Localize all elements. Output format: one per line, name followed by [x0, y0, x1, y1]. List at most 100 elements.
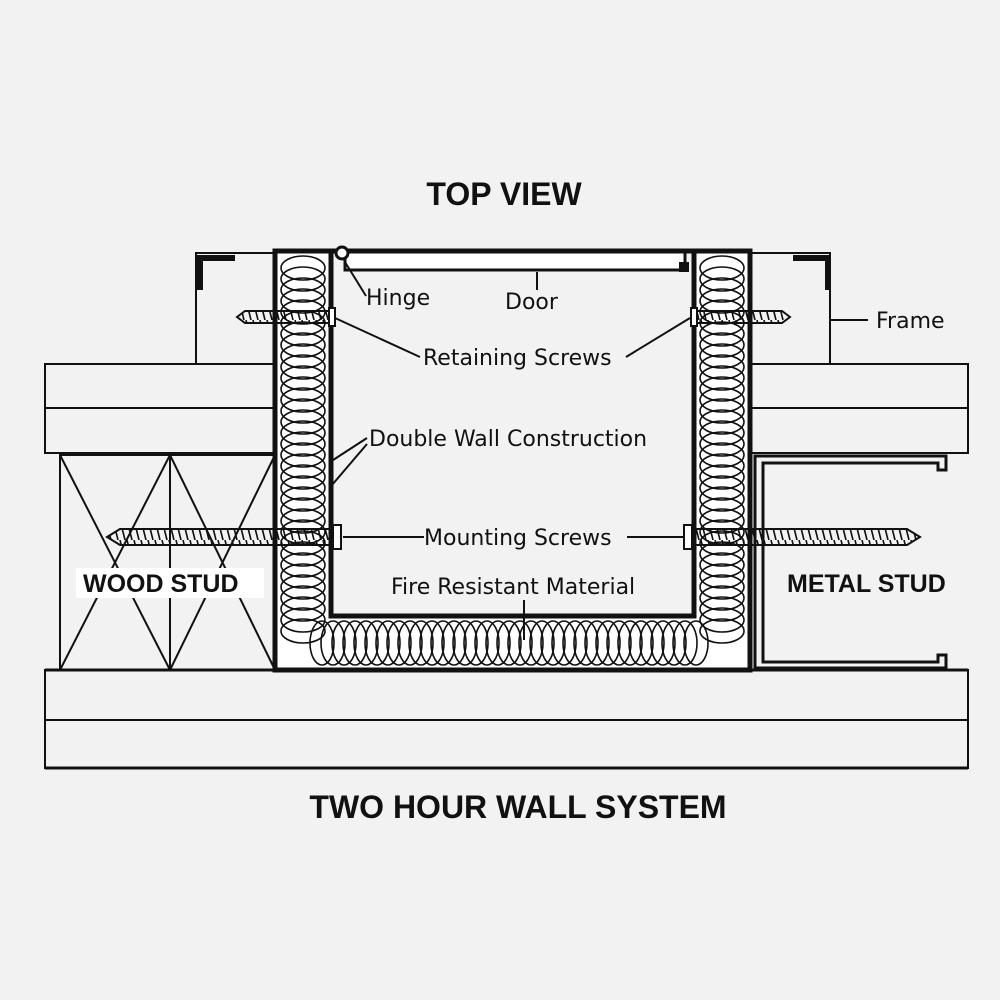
coil-loop	[699, 332, 745, 358]
coil-loop	[280, 431, 326, 457]
coil-loop	[699, 486, 745, 512]
coil-loop	[699, 585, 745, 611]
coil-loop	[699, 618, 745, 644]
lower-wall-boards	[44, 668, 969, 770]
coil-loop	[280, 409, 326, 435]
coil-loop	[699, 398, 745, 424]
coil-loop	[280, 343, 326, 369]
coil-loop	[364, 620, 390, 666]
coil-loop	[441, 620, 467, 666]
coil-loop	[507, 620, 533, 666]
retaining-screws-label: Retaining Screws	[423, 346, 612, 371]
coil-loop	[699, 409, 745, 435]
coil-loop	[606, 620, 632, 666]
coil-loop	[699, 365, 745, 391]
metal-stud-label: METAL STUD	[787, 570, 946, 598]
coil-loop	[463, 620, 489, 666]
coil-loop	[699, 442, 745, 468]
coil-loop	[699, 464, 745, 490]
coil-loop	[280, 332, 326, 358]
coil-loop	[280, 497, 326, 523]
coil-loop	[280, 464, 326, 490]
panel-box	[272, 248, 753, 673]
coil-loop	[617, 620, 643, 666]
retaining-screw-right	[690, 307, 792, 327]
leader-lines	[329, 261, 868, 640]
coil-loop	[331, 620, 357, 666]
coil-loop	[430, 620, 456, 666]
coil-loop	[584, 620, 610, 666]
coil-loop	[280, 486, 326, 512]
coil-loop	[699, 266, 745, 292]
frame-label: Frame	[876, 309, 945, 334]
coil-loop	[573, 620, 599, 666]
coil-loop	[661, 620, 687, 666]
double-wall-label: Double Wall Construction	[369, 427, 647, 452]
coil-loop	[628, 620, 654, 666]
mounting-screw-left	[105, 524, 342, 550]
coil-loop	[699, 420, 745, 446]
coil-loop	[280, 475, 326, 501]
retaining-screw-left	[235, 307, 336, 327]
coil-loop	[452, 620, 478, 666]
wood-stud-label: WOOD STUD	[83, 570, 239, 598]
coil-loop	[280, 563, 326, 589]
wall-system-title: TWO HOUR WALL SYSTEM	[309, 789, 726, 825]
mounting-screw-right	[683, 524, 922, 550]
wood-stud-label-bg	[76, 568, 264, 598]
coil-loop	[540, 620, 566, 666]
coil-loop	[496, 620, 522, 666]
door-label: Door	[505, 290, 559, 315]
coil-loop	[699, 574, 745, 600]
coil-loop	[280, 453, 326, 479]
coil-loop	[699, 563, 745, 589]
coil-loop	[562, 620, 588, 666]
coil-loop	[518, 620, 544, 666]
coil-loop	[280, 365, 326, 391]
coil-loop	[280, 398, 326, 424]
coil-loop	[699, 475, 745, 501]
coil-loop	[280, 596, 326, 622]
coil-loop	[699, 497, 745, 523]
coil-loop	[309, 620, 335, 666]
coil-loop	[485, 620, 511, 666]
coil-loop	[419, 620, 445, 666]
coil-loop	[699, 376, 745, 402]
coil-loop	[639, 620, 665, 666]
fire-resistant-label: Fire Resistant Material	[391, 575, 635, 600]
coil-loop	[683, 620, 709, 666]
coil-loop	[699, 607, 745, 633]
coil-loop	[280, 442, 326, 468]
coil-loop	[320, 620, 346, 666]
coil-loop	[699, 552, 745, 578]
door	[343, 250, 689, 272]
coil-loop	[280, 618, 326, 644]
fire-resistant-coils	[280, 255, 745, 666]
coil-loop	[699, 354, 745, 380]
coil-loop	[595, 620, 621, 666]
coil-loop	[280, 552, 326, 578]
coil-loop	[699, 453, 745, 479]
coil-loop	[342, 620, 368, 666]
wood-stud	[59, 454, 276, 671]
coil-loop	[353, 620, 379, 666]
coil-loop	[280, 277, 326, 303]
top-view-title: TOP VIEW	[426, 176, 582, 212]
coil-loop	[699, 596, 745, 622]
coil-loop	[280, 574, 326, 600]
coil-loop	[280, 354, 326, 380]
coil-loop	[280, 266, 326, 292]
coil-loop	[529, 620, 555, 666]
coil-loop	[280, 420, 326, 446]
coil-loop	[375, 620, 401, 666]
coil-loop	[280, 585, 326, 611]
coil-loop	[280, 607, 326, 633]
hinge-icon	[334, 245, 350, 261]
metal-stud	[753, 454, 948, 670]
coil-loop	[474, 620, 500, 666]
coil-loop	[280, 376, 326, 402]
coil-loop	[672, 620, 698, 666]
coil-loop	[386, 620, 412, 666]
mounting-screws-label: Mounting Screws	[424, 526, 612, 551]
